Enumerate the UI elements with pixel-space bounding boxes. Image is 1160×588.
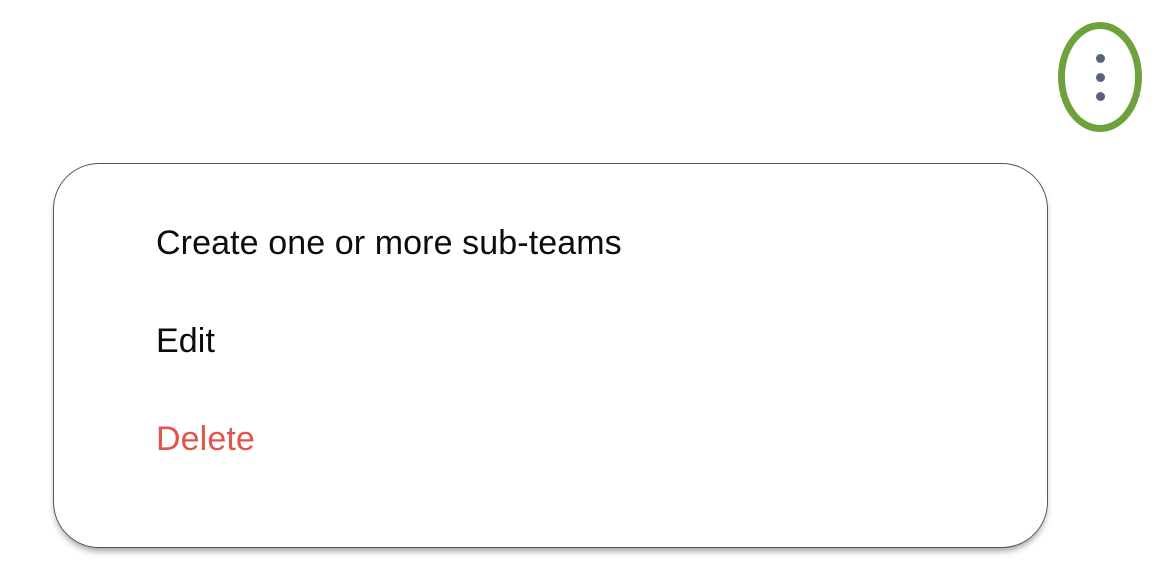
overflow-menu-button[interactable] <box>1058 22 1142 132</box>
kebab-menu-icon-dot-1 <box>1095 53 1105 63</box>
menu-item-delete[interactable]: Delete <box>156 420 255 458</box>
kebab-menu-icon-dot-2 <box>1095 72 1105 82</box>
context-menu: Create one or more sub-teams Edit Delete <box>53 163 1048 548</box>
kebab-menu-icon-dot-3 <box>1095 91 1105 101</box>
menu-item-create-sub-teams[interactable]: Create one or more sub-teams <box>156 224 622 262</box>
menu-item-edit[interactable]: Edit <box>156 322 215 360</box>
